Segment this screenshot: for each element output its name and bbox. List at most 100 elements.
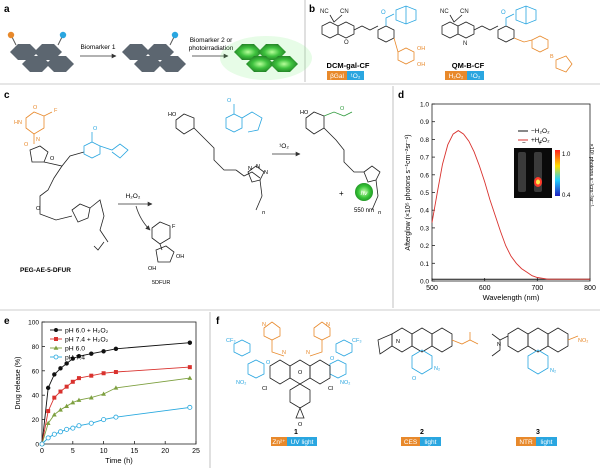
orange-trigger-dot (7, 31, 15, 39)
structure-compound-2 (377, 327, 479, 375)
scaffold-intermediate (122, 31, 186, 72)
atom-n-final: n (378, 210, 381, 216)
atom-F-5dfur: F (172, 224, 176, 230)
chart-e-point (64, 403, 70, 408)
reagent-h2o2: H₂O₂ (126, 193, 141, 200)
chart-e-ytick-label: 100 (28, 320, 39, 327)
chart-e-point (46, 409, 51, 414)
panel-c-letter: c (4, 90, 10, 101)
chart-e-point (113, 414, 119, 420)
chart-d-ytick-label: 0.4 (420, 208, 429, 215)
panel-f: f N N N N CF₃ CF₃ NO₂ NO₂ Cl Cl O O O O (216, 316, 588, 446)
atom-HO: HO (168, 112, 177, 118)
chart-d-ytick-label: 0.5 (420, 190, 429, 197)
structure-5dfur (151, 221, 175, 263)
chart-e-point (51, 431, 57, 437)
inset-label-minus: − (522, 140, 526, 147)
polymer-name: PEG-AE-5-DFUR (20, 267, 71, 274)
chart-e-xtick-label: 0 (40, 448, 44, 455)
chart-e-legend-label: pH 6.0 (65, 346, 85, 353)
c1-atom-NO2-left: NO₂ (236, 380, 246, 386)
chart-e-legend-label: pH 6.0 + H₂O₂ (65, 328, 109, 335)
atom-O-methoxy: O (93, 126, 98, 132)
probe1-tag2: ¹O₂ (351, 73, 361, 80)
probe2-tag1: H₂O₂ (449, 73, 464, 80)
structure-compound-3 (491, 327, 579, 375)
c3-atom-N: N (497, 342, 501, 348)
atom-F: F (54, 108, 58, 114)
panel-e-letter: e (4, 316, 10, 327)
structure-compound-1 (233, 321, 353, 419)
chart-e-point (58, 407, 63, 412)
chart-e-point (64, 384, 69, 389)
chart-e-point (58, 389, 63, 394)
c1-atom-O2: O (330, 356, 335, 362)
svg-text:CN: CN (340, 9, 349, 15)
inset-tube-minus (518, 152, 526, 192)
scaffold-initial (7, 31, 74, 72)
chart-e-point (88, 420, 94, 426)
compound-2-tag2: light (425, 439, 437, 446)
chart-e-point (88, 395, 94, 400)
compound-2-number: 2 (420, 429, 424, 436)
chart-e-ytick-label: 80 (32, 344, 40, 351)
chart-e-point (39, 441, 45, 447)
chart-e-xtick-label: 15 (131, 448, 139, 455)
chart-e-xtick-label: 20 (161, 448, 169, 455)
step2-label-line2: photoirradiation (189, 45, 234, 52)
svg-text:O: O (344, 40, 349, 46)
chart-d-xtick-label: 600 (479, 285, 491, 292)
chart-e-xtick-label: 5 (71, 448, 75, 455)
panel-d-letter: d (398, 90, 404, 101)
chart-d-ytick-label: 0.9 (420, 119, 429, 126)
chart-e-point (113, 346, 119, 352)
atom-N2: N (256, 164, 260, 170)
colorbar-label: ×10⁵ photons s⁻¹cm⁻²sr⁻¹ (588, 143, 595, 206)
compound-3-tag1: NTR (519, 439, 533, 446)
chart-d-ylabel: Afterglow (×10⁵ photons s⁻¹cm⁻²sr⁻¹) (405, 134, 412, 250)
chart-e-point (52, 395, 57, 400)
chart-e-point (101, 417, 107, 423)
reagent-1o2: ¹O₂ (279, 143, 289, 150)
probe2-tag1-box (445, 71, 467, 80)
c1-atom-O4: O (298, 422, 303, 428)
compound-1-tag2-box (287, 437, 317, 446)
atom-N: N (36, 137, 40, 143)
chart-e-legend-label: pH 7.4 + H₂O₂ (65, 337, 109, 344)
chart-e-point (101, 391, 106, 396)
chart-e-xtick-label: 25 (192, 448, 200, 455)
chart-e-point (64, 361, 69, 366)
c1-atom-CF3-right: CF₃ (352, 338, 362, 344)
chart-d-ytick-label: 0.0 (420, 279, 429, 286)
inset-label-plus: + (538, 140, 542, 147)
compound-3-tag2: light (541, 439, 553, 446)
atom-OH2: OH (148, 266, 156, 272)
atom-HO-final: HO (300, 110, 309, 116)
scaffold-activated-glow (220, 36, 312, 80)
compound-3-number: 3 (536, 429, 540, 436)
probe2-tag2-box (467, 71, 484, 80)
atom-O-sugar: O (50, 156, 55, 162)
chart-e-point (76, 353, 82, 359)
chart-e-point (52, 372, 57, 377)
panel-c: c O F HN N O O O O PEG-AE-5-DFUR H₂O₂ (4, 90, 381, 286)
colorbar-min: 0.4 (562, 193, 571, 199)
chart-e-point (51, 412, 57, 417)
c1-atom-NO2-right: NO₂ (340, 380, 350, 386)
chart-d-series-line-1 (431, 130, 590, 280)
probe1-tag2-box (347, 71, 364, 80)
atom-O-top: O (33, 105, 38, 111)
atom-O-int: O (227, 98, 232, 104)
structure-intermediate (175, 104, 265, 211)
c1-atom-O1: O (266, 360, 271, 366)
compound-1-tag1: Zn²⁺ (272, 439, 286, 446)
c2-atom-O: O (412, 376, 417, 382)
chart-e-point (101, 371, 106, 376)
c1-atom-CF3-left: CF₃ (226, 338, 236, 344)
inset-image: − + 1.0 0.4 ×10⁵ photons s⁻¹cm⁻²sr⁻¹ (514, 140, 595, 207)
chart-e-point (76, 423, 82, 429)
svg-text:NC: NC (440, 9, 449, 15)
atom-N3: N (264, 170, 268, 176)
chart-d-xtick-label: 800 (584, 285, 596, 292)
